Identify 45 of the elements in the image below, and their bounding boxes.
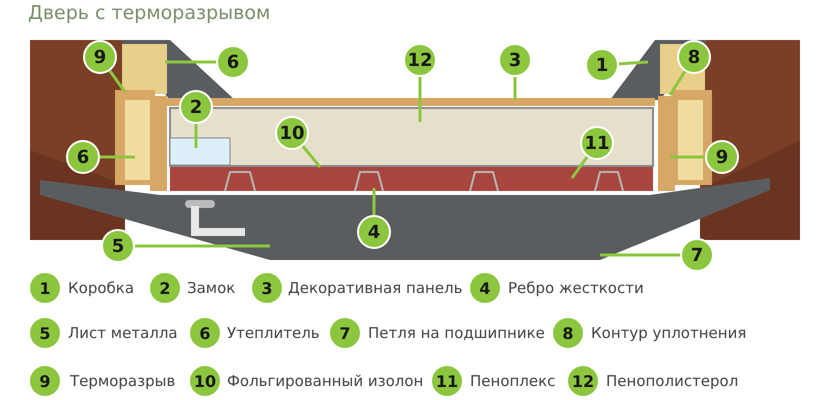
part-name: Утеплитель xyxy=(227,323,320,344)
callout-number: 6 xyxy=(190,318,220,348)
callout-number: 9 xyxy=(30,366,60,396)
leader-line xyxy=(418,77,422,122)
part-name: Лист металла xyxy=(68,323,178,344)
leader-line xyxy=(618,60,648,66)
callout-number: 6 xyxy=(216,45,250,79)
diagram-title: Дверь с терморазрывом xyxy=(28,2,270,24)
leader-line xyxy=(570,156,588,179)
part-name: Контур уплотнения xyxy=(591,323,746,344)
callout-number: 3 xyxy=(252,273,282,303)
part-name: Декоративная панель xyxy=(288,278,462,299)
leader-line xyxy=(302,145,322,168)
callout-number: 7 xyxy=(330,318,360,348)
leader-line xyxy=(108,70,126,93)
part-name: Пеноплекс xyxy=(470,371,556,392)
leader-line xyxy=(668,70,686,96)
leader-line xyxy=(372,188,376,215)
part-name: Ребро жесткости xyxy=(508,278,644,299)
part-name: Замок xyxy=(187,278,236,299)
leader-line xyxy=(600,254,680,256)
callout-number: 5 xyxy=(101,229,135,263)
callout-number: 4 xyxy=(470,273,500,303)
callout-number: 12 xyxy=(568,366,598,396)
callout-number: 2 xyxy=(150,273,180,303)
leader-line xyxy=(165,60,216,64)
part-name: Петля на подшипнике xyxy=(368,323,545,344)
leader-line xyxy=(100,156,135,158)
callout-number: 3 xyxy=(498,43,532,77)
callout-number: 5 xyxy=(30,318,60,348)
leader-line xyxy=(514,77,516,100)
callout-number: 10 xyxy=(190,366,220,396)
part-name: Пенополистерол xyxy=(606,371,738,392)
leader-line xyxy=(135,244,270,248)
part-name: Коробка xyxy=(68,278,134,299)
part-name: Терморазрыв xyxy=(70,371,176,392)
callout-number: 1 xyxy=(585,48,619,82)
part-name: Фольгированный изолон xyxy=(227,371,424,392)
callout-number: 1 xyxy=(30,273,60,303)
callout-number: 12 xyxy=(403,43,437,77)
leader-line xyxy=(194,124,198,148)
leader-line xyxy=(670,156,705,158)
callout-number: 7 xyxy=(680,238,714,272)
callout-number: 11 xyxy=(432,366,462,396)
callout-number: 8 xyxy=(553,318,583,348)
